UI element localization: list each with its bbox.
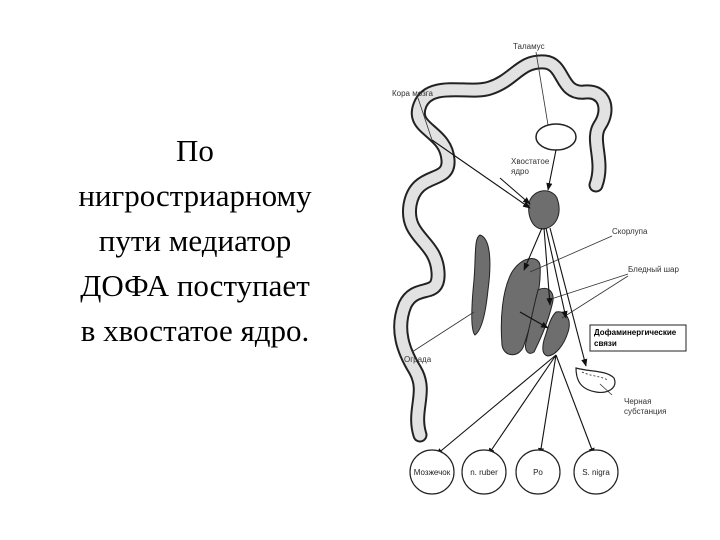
target-circle-s-nigra [573,449,619,495]
label-cortex: Кора мозга [392,89,434,98]
globus-pallidus-inner [542,311,570,357]
label-caudate-2: ядро [511,167,529,176]
target-label-cerebellum: Мозжечок [414,468,451,477]
claustrum-strip [471,234,491,336]
label-globus-pallidus: Бледный шар [628,265,679,274]
target-circle-po [515,449,561,495]
text-line-1: По [176,133,214,168]
target-label-po: Po [533,468,543,477]
label-substantia-nigra-1: Черная [624,397,651,406]
text-line-3: пути медиатор [98,223,292,258]
label-thalamus: Таламус [513,42,545,51]
label-caudate-1: Хвостатое [511,157,550,166]
text-line-5: в хвостатое ядро. [80,313,310,348]
globus-pallidus-outer [525,287,554,354]
substantia-nigra-shape [575,367,616,393]
slide-text: По нигростриарному пути медиатор ДОФА по… [30,128,360,353]
target-circle-cerebellum [409,449,455,495]
label-dopaminergic-1: Дофаминергические [594,328,677,337]
caudate-nucleus [528,190,560,230]
pathway-arrows [431,139,595,456]
text-line-4: ДОФА поступает [80,268,310,303]
dopaminergic-label-box [589,324,687,352]
target-label-s-nigra: S. nigra [582,468,610,477]
label-substantia-nigra-2: субстанция [624,407,666,416]
label-claustrum: Ограда [404,355,432,364]
cortex-band [393,54,613,443]
label-putamen: Скорлупа [612,227,648,236]
thalamus-oval [535,123,577,151]
putamen [500,258,541,356]
target-circle-n-ruber [461,449,507,495]
text-line-2: нигростриарному [78,178,312,213]
target-label-n-ruber: n. ruber [470,468,498,477]
label-dopaminergic-2: связи [594,339,617,348]
leader-lines [411,51,629,396]
